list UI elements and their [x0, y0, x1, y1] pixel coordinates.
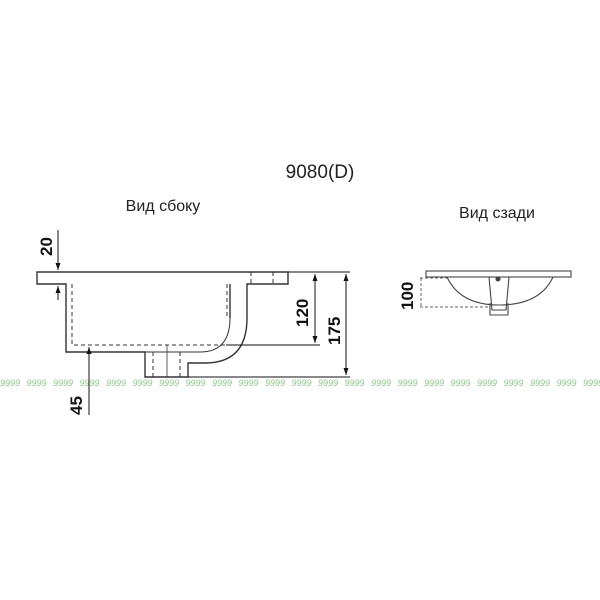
dim-flange: 20: [37, 237, 56, 256]
watermark-text: 9999: [265, 378, 285, 388]
side-view-drawing: [36, 271, 289, 378]
watermark-text: 9999: [477, 378, 497, 388]
watermark-text: 9999: [424, 378, 444, 388]
watermark-text: 9999: [212, 378, 232, 388]
watermark-text: 9999: [133, 378, 153, 388]
watermark-text: 9999: [583, 378, 600, 388]
dim-drain: 45: [67, 396, 86, 415]
watermark-text: 9999: [557, 378, 577, 388]
side-view-label: Вид сбоку: [126, 198, 201, 215]
dim-back-depth: 100: [398, 282, 417, 310]
watermark-text: 9999: [159, 378, 179, 388]
watermark-text: 9999: [530, 378, 550, 388]
back-view-label: Вид сзади: [459, 205, 535, 222]
watermark-text: 9999: [186, 378, 206, 388]
watermark-text: 9999: [345, 378, 365, 388]
watermark-text: 9999: [398, 378, 418, 388]
watermark-text: 9999: [318, 378, 338, 388]
back-view-drawing: [425, 270, 572, 316]
watermark-text: 9999: [106, 378, 126, 388]
watermark-text: 9999: [239, 378, 259, 388]
watermark-text: 9999: [371, 378, 391, 388]
watermark-text: 9999: [80, 378, 100, 388]
back-view-dimension: [420, 277, 490, 308]
dim-bowl-depth: 120: [293, 299, 312, 327]
watermark-text: 9999: [451, 378, 471, 388]
dim-total-height: 175: [325, 317, 344, 345]
model-title: 9080(D): [286, 162, 355, 183]
side-view-dimensions: [55, 230, 350, 415]
watermark-text: 9999: [0, 378, 20, 388]
watermark-text: 9999: [504, 378, 524, 388]
watermark-text: 9999: [292, 378, 312, 388]
watermark-text: 9999: [27, 378, 47, 388]
watermark-row: 9999 9999 9999 9999 9999 9999 9999 9999 9999 9999…: [0, 378, 600, 388]
watermark-text: 9999: [53, 378, 73, 388]
